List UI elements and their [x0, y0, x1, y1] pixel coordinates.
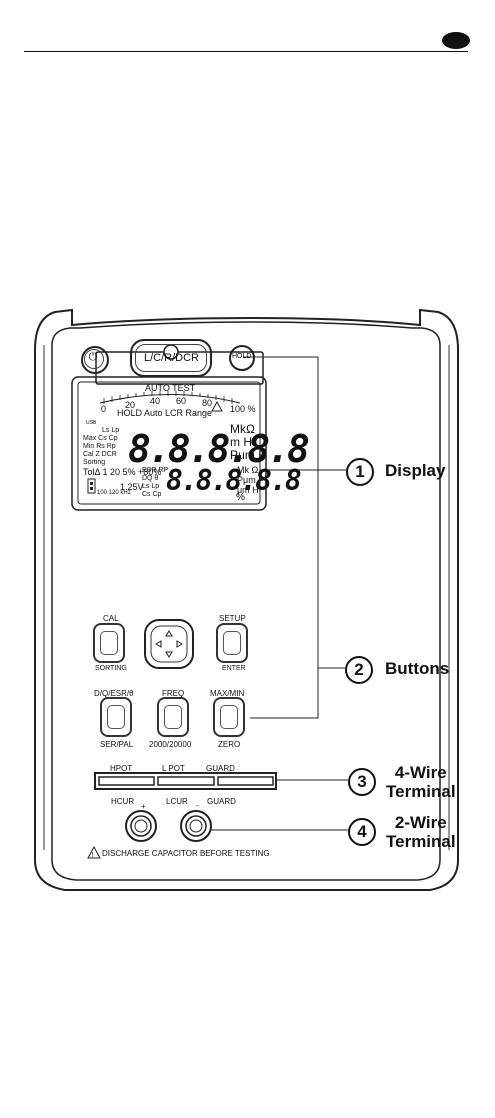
hcur-label: HCUR [111, 797, 135, 806]
setup-enter-button[interactable] [216, 623, 248, 663]
lcd-left-label: Min Rs Rp [83, 443, 116, 450]
lcd-percent: % [236, 492, 245, 503]
lcd-tick-60: 60 [176, 396, 187, 406]
page-marker [442, 32, 470, 49]
power-icon: ⏻ [88, 351, 98, 363]
callout-4-label: 2-Wire Terminal [386, 813, 456, 851]
jack-lcur[interactable] [181, 811, 211, 841]
hpot-label: HPOT [110, 764, 133, 773]
lcd-esr-label: Ls Lp [142, 483, 160, 490]
setup-label: SETUP [219, 614, 246, 623]
lcd-left-label: Cal Z DCR [83, 451, 117, 458]
auto-test-label: AUTO TEST [145, 383, 196, 393]
lcd-tick-80: 80 [202, 398, 213, 408]
jack-hcur[interactable] [126, 811, 156, 841]
terminal-hpot[interactable] [99, 777, 154, 785]
lcd-secondary-digits: 8.8.8.8.8 [166, 464, 302, 497]
dq-esr-label: D/Q/ESR/θ [94, 689, 134, 698]
callout-3-number: 3 [348, 768, 376, 796]
callout-1-label: Display [385, 461, 446, 480]
lcd-esr-block: ESR RP DQ θ Ls Lp Cs Cp [142, 467, 168, 499]
enter-label: ENTER [222, 665, 246, 672]
power-button[interactable] [81, 346, 109, 374]
lcd-mode-line: HOLD Auto LCR Range [117, 408, 213, 418]
minus-label: - [196, 801, 199, 810]
terminal-guard[interactable] [218, 777, 273, 785]
freq-button[interactable] [157, 697, 189, 737]
lcd-tol-line: TolΔ 1 20 5% +80% [83, 467, 162, 477]
lcd-usb-icon: USB [86, 420, 97, 426]
lcur-label: LCUR [166, 797, 188, 806]
ser-pal-label: SER/PAL [100, 740, 134, 749]
zero-label: ZERO [218, 740, 241, 749]
lcd-primary-digits: 8.8.8.8.8 [128, 427, 310, 471]
lcr-dcr-inner [135, 344, 207, 372]
lcd-esr-label: ESR RP [142, 467, 169, 474]
power-button-ring [84, 349, 104, 369]
lcr-dcr-label: L/C/R/DCR [144, 352, 200, 364]
lcd-left-label: Max Cs Cp [83, 435, 118, 442]
lcd-left-labels: Ls Lp Max Cs Cp Min Rs Rp Cal Z DCR Sort… [83, 427, 128, 467]
maxmin-label: MAX/MIN [210, 689, 245, 698]
lcd-left-label: Sorting [83, 459, 106, 466]
lcd-tick-20: 20 [125, 400, 136, 410]
lcr-dcr-button[interactable] [130, 339, 212, 377]
dq-esr-button[interactable] [100, 697, 132, 737]
svg-text:!: ! [92, 852, 94, 859]
lcd-unit: μm H [237, 485, 259, 495]
freq-label: FREQ [162, 689, 185, 698]
warning-text: DISCHARGE CAPACITOR BEFORE TESTING [102, 849, 270, 858]
guard-top-label: GUARD [206, 764, 235, 773]
freq-values-label: 2000/20000 [149, 740, 192, 749]
lcd-unit: MkΩ [230, 422, 255, 436]
callout-4-number: 4 [348, 818, 376, 846]
lcd-left-label: Ls Lp [102, 427, 120, 434]
lcd-esr-label: Cs Cp [142, 491, 162, 498]
lcd-tick-40: 40 [150, 396, 161, 406]
lcd-primary-units: MkΩ m H Pμm F [230, 423, 266, 462]
lcd-voltage: 1.25V [120, 482, 144, 492]
hold-label: HOLD [232, 353, 252, 360]
callout-2-label: Buttons [385, 659, 450, 678]
lcd-unit: Pμm F [230, 448, 266, 462]
hold-button[interactable] [229, 345, 255, 371]
callout-2-number: 2 [345, 656, 373, 684]
lcd-tick-0: 0 [101, 404, 107, 414]
terminal-lpot[interactable] [158, 777, 214, 785]
maxmin-zero-button[interactable] [213, 697, 245, 737]
sorting-label: SORTING [95, 665, 127, 672]
header-rule [24, 51, 468, 52]
lcd-freq-line: 100 120 kHz [97, 490, 131, 496]
lcd-unit: m H [230, 435, 252, 449]
lcd-esr-label: DQ θ [142, 475, 159, 482]
callout-3-label: 4-Wire Terminal [386, 763, 456, 801]
lcd-tick-100: 100 % [230, 404, 256, 414]
cal-sorting-button[interactable] [93, 623, 125, 663]
lcd-secondary-units: Mk Ω Pμm F μm H [237, 465, 264, 495]
cal-label: CAL [103, 614, 119, 623]
callout-1-number: 1 [346, 458, 374, 486]
guard-bottom-label: GUARD [207, 797, 236, 806]
lcd-unit: Mk Ω [237, 465, 259, 475]
plus-label: + [141, 802, 146, 811]
lcd-unit: Pμm F [237, 475, 264, 485]
lpot-label: L POT [162, 764, 185, 773]
